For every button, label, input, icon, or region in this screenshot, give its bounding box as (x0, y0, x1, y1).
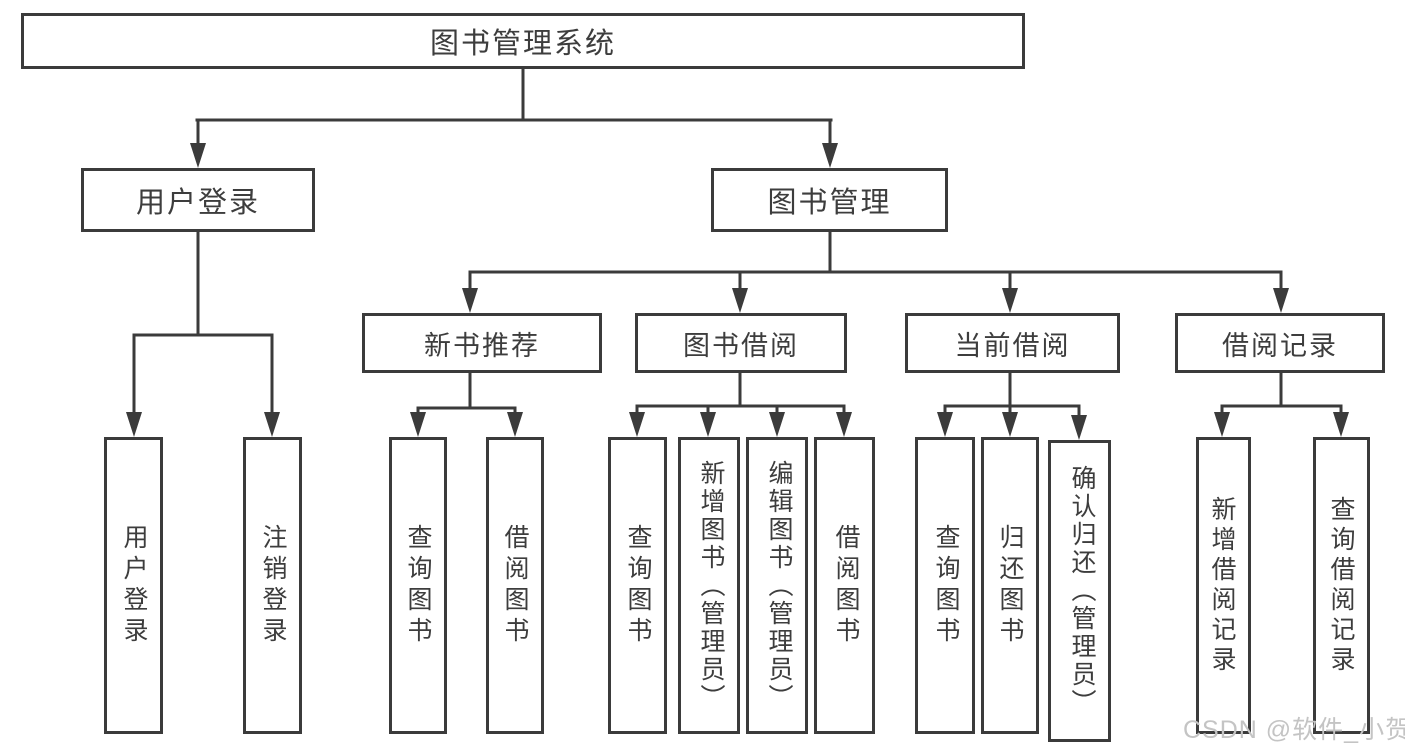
leaf-edit-books-admin: 编辑图书（管理员） (746, 437, 808, 734)
csdn-watermark: CSDN @软件_小贺同学 (1183, 716, 1405, 744)
node-current-borrowing: 当前借阅 (905, 313, 1120, 373)
leaf-query-books-current: 查询图书 (915, 437, 975, 734)
node-library-management-system: 图书管理系统 (21, 13, 1025, 69)
tree-branch-lines (132, 67, 1343, 418)
leaf-query-borrowing-record: 查询借阅记录 (1313, 437, 1370, 734)
node-book-management: 图书管理 (711, 168, 948, 232)
leaf-add-books-admin: 新增图书（管理员） (678, 437, 740, 734)
leaf-user-login: 用户登录 (104, 437, 163, 734)
leaf-query-books-borrowing: 查询图书 (608, 437, 667, 734)
leaf-confirm-return-admin: 确认归还（管理员） (1048, 440, 1111, 742)
node-borrowing-records: 借阅记录 (1175, 313, 1385, 373)
arrowhead-down-icons (126, 143, 1349, 440)
leaf-query-books-recommendation: 查询图书 (389, 437, 447, 734)
leaf-add-borrowing-record: 新增借阅记录 (1196, 437, 1251, 734)
leaf-borrow-books-recommendation: 借阅图书 (486, 437, 544, 734)
node-user-login: 用户登录 (81, 168, 315, 232)
node-new-book-recommendation: 新书推荐 (362, 313, 602, 373)
leaf-return-books: 归还图书 (981, 437, 1039, 734)
leaf-borrow-books: 借阅图书 (814, 437, 875, 734)
node-book-borrowing: 图书借阅 (635, 313, 847, 373)
leaf-logout: 注销登录 (243, 437, 302, 734)
